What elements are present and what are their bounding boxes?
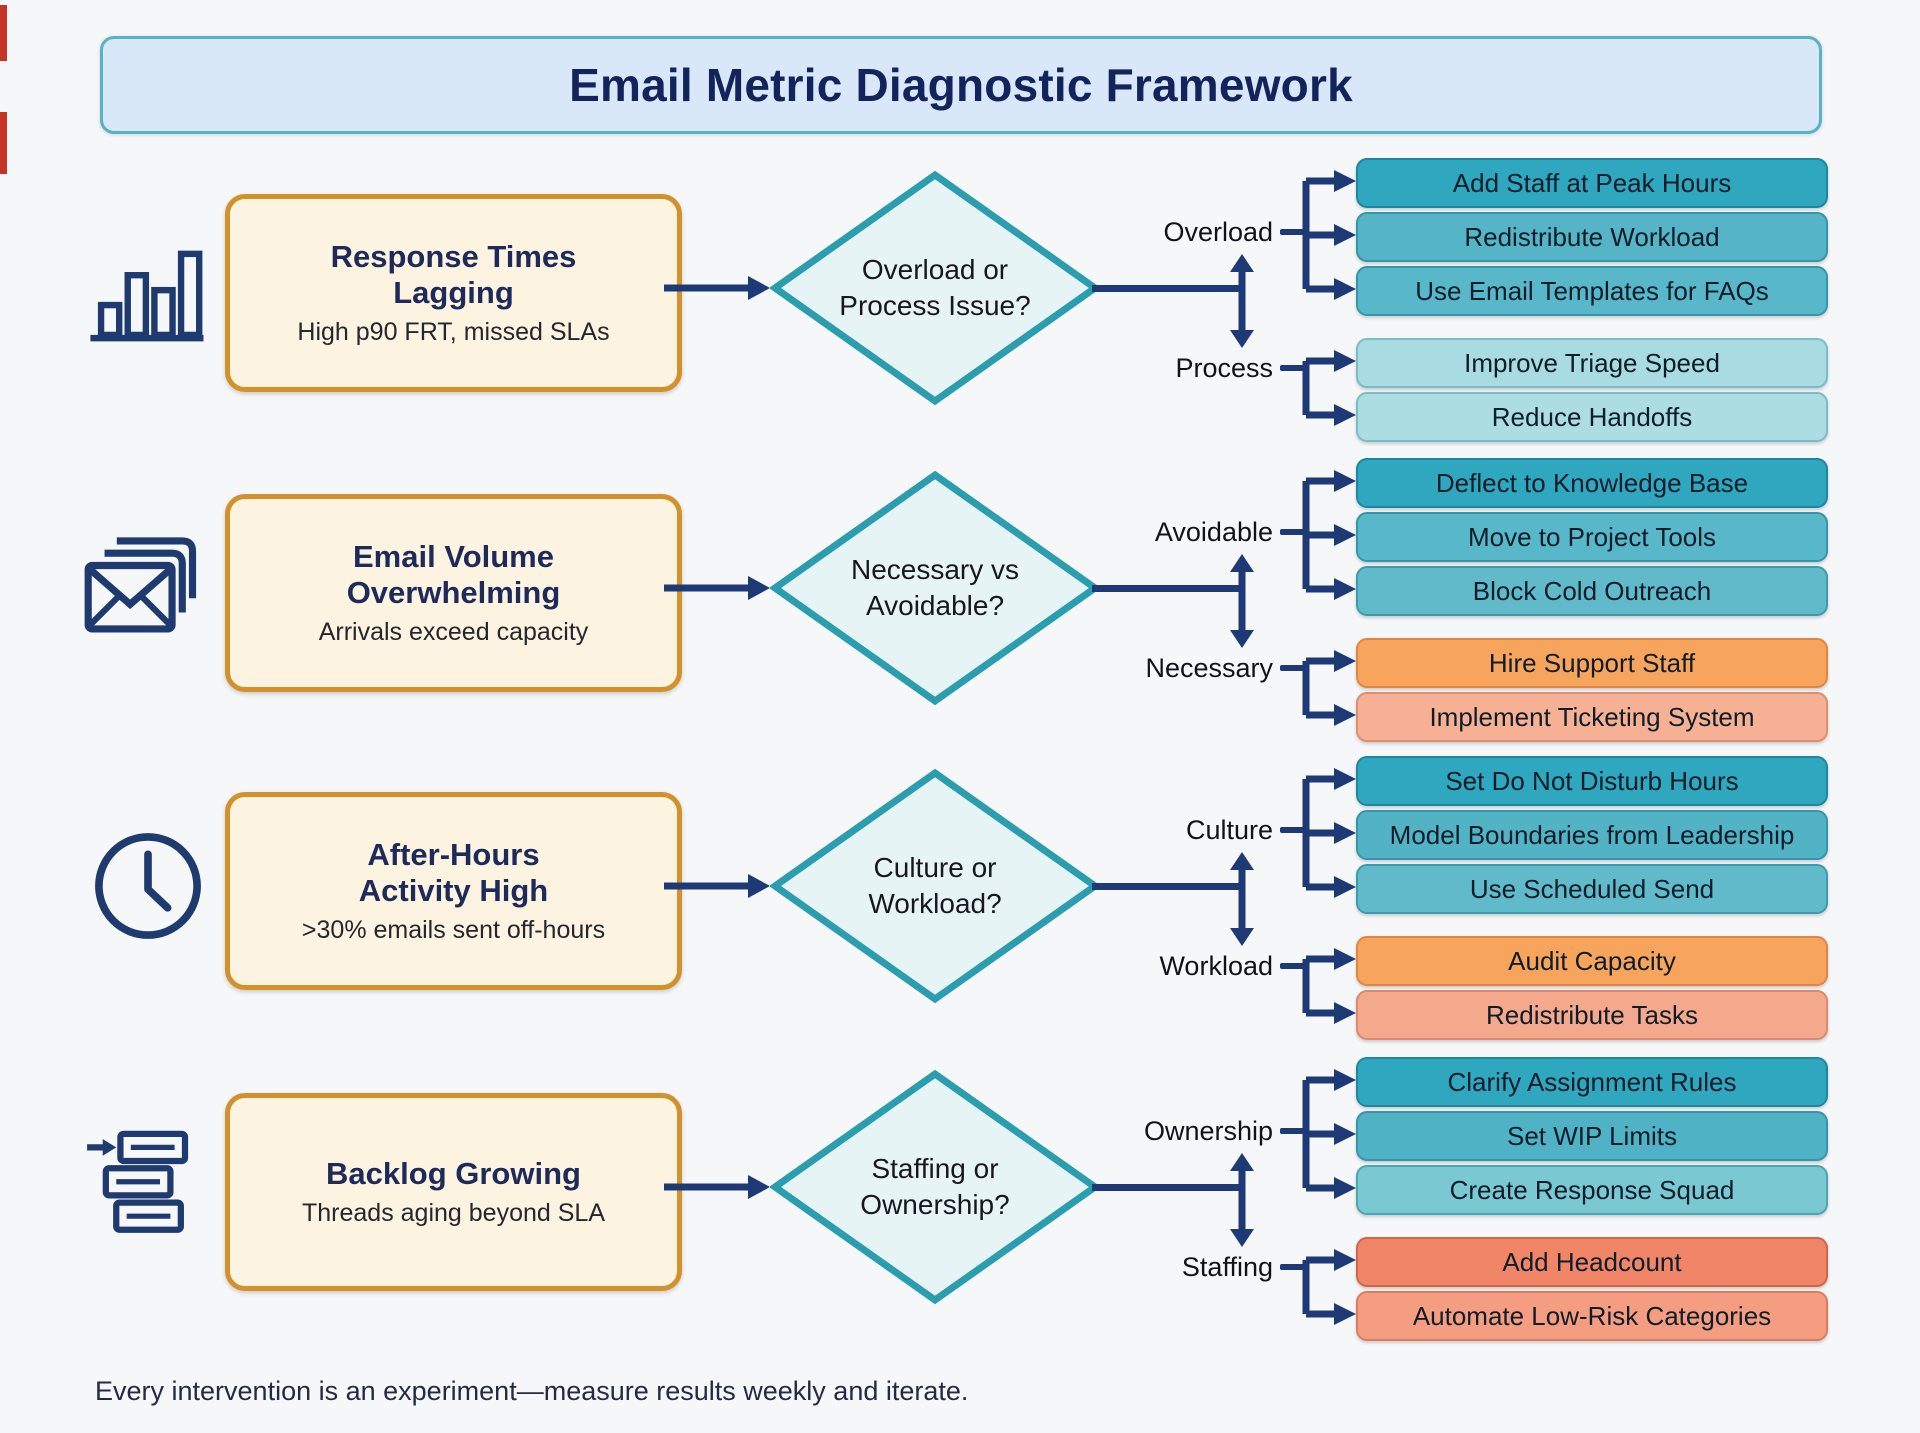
branch-label-top: Avoidable [1040,515,1304,549]
action-box: Reduce Handoffs [1356,392,1828,442]
label-dash [1280,827,1304,833]
action-box: Redistribute Workload [1356,212,1828,262]
split-arrow-icon [1224,852,1260,946]
connector-line [1092,285,1244,292]
problem-subtitle: High p90 FRT, missed SLAs [297,317,610,346]
branch-label-bottom: Staffing [1040,1250,1304,1284]
branch-label-top: Overload [1040,215,1304,249]
decision-diamond: Necessary vs Avoidable? [770,470,1100,706]
decision-diamond: Culture or Workload? [770,768,1100,1004]
branch-connector-icon [1298,469,1356,601]
action-box: Model Boundaries from Leadership [1356,810,1828,860]
row-email-volume: Email Volume Overwhelming Arrivals excee… [0,438,1920,742]
action-box: Implement Ticketing System [1356,692,1828,742]
title-banner: Email Metric Diagnostic Framework [100,36,1822,134]
label-dash [1280,665,1304,671]
problem-subtitle: >30% emails sent off-hours [301,915,606,944]
scan-artifact [0,112,7,174]
problem-box: Response Times Lagging High p90 FRT, mis… [225,194,682,392]
flow-arrow-icon [664,1173,770,1201]
branch-connector-icon [1298,1068,1356,1200]
problem-box: Backlog Growing Threads aging beyond SLA [225,1093,682,1291]
split-arrow-icon [1224,254,1260,348]
label-dash [1280,1128,1304,1134]
problem-subtitle: Arrivals exceed capacity [318,617,589,646]
branch-connector-icon [1298,169,1356,301]
problem-title: Backlog Growing [326,1156,581,1192]
backlog-queue-icon [70,1130,225,1245]
action-box: Improve Triage Speed [1356,338,1828,388]
flow-arrow-icon [664,574,770,602]
decision-diamond: Staffing or Ownership? [770,1069,1100,1305]
action-box: Add Headcount [1356,1237,1828,1287]
stacked-envelopes-icon [70,531,225,646]
label-dash [1280,365,1304,371]
connector-line [1092,1184,1244,1191]
action-box: Audit Capacity [1356,936,1828,986]
footer-note: Every intervention is an experiment—meas… [95,1376,969,1406]
action-box: Use Email Templates for FAQs [1356,266,1828,316]
action-box: Use Scheduled Send [1356,864,1828,914]
scan-artifact [0,5,7,61]
action-box: Redistribute Tasks [1356,990,1828,1040]
action-box: Deflect to Knowledge Base [1356,458,1828,508]
decision-label: Overload or Process Issue? [839,254,1031,321]
action-box: Block Cold Outreach [1356,566,1828,616]
flow-arrow-icon [664,274,770,302]
branch-connector-icon [1298,649,1356,727]
problem-title: Email Volume Overwhelming [346,539,561,610]
problem-box: Email Volume Overwhelming Arrivals excee… [225,494,682,692]
problem-title: Response Times Lagging [330,239,577,310]
branch-label-bottom: Process [1040,351,1304,385]
connector-line [1092,883,1244,890]
decision-label: Staffing or Ownership? [860,1153,1010,1220]
branch-connector-icon [1298,767,1356,899]
branch-label-top: Culture [1040,813,1304,847]
branch-connector-icon [1298,947,1356,1025]
action-box: Create Response Squad [1356,1165,1828,1215]
label-dash [1280,963,1304,969]
branch-connector-icon [1298,1248,1356,1326]
row-response-times: Response Times Lagging High p90 FRT, mis… [0,138,1920,442]
row-backlog: Backlog Growing Threads aging beyond SLA… [0,1037,1920,1341]
action-box: Move to Project Tools [1356,512,1828,562]
flow-arrow-icon [664,872,770,900]
action-box: Set WIP Limits [1356,1111,1828,1161]
branch-label-bottom: Workload [1040,949,1304,983]
label-dash [1280,1264,1304,1270]
bar-chart-icon [70,224,225,352]
label-dash [1280,529,1304,535]
connector-line [1092,585,1244,592]
problem-title: After-Hours Activity High [358,837,549,908]
action-box: Set Do Not Disturb Hours [1356,756,1828,806]
clock-icon [70,826,225,946]
action-box: Clarify Assignment Rules [1356,1057,1828,1107]
page-title: Email Metric Diagnostic Framework [569,59,1353,111]
decision-diamond: Overload or Process Issue? [770,170,1100,406]
action-box: Automate Low-Risk Categories [1356,1291,1828,1341]
problem-box: After-Hours Activity High >30% emails se… [225,792,682,990]
branch-label-bottom: Necessary [1040,651,1304,685]
row-after-hours: After-Hours Activity High >30% emails se… [0,736,1920,1040]
action-box: Hire Support Staff [1356,638,1828,688]
split-arrow-icon [1224,1153,1260,1247]
decision-label: Necessary vs Avoidable? [850,554,1020,621]
decision-label: Culture or Workload? [868,852,1002,919]
action-box: Add Staff at Peak Hours [1356,158,1828,208]
problem-subtitle: Threads aging beyond SLA [302,1198,605,1227]
branch-label-top: Ownership [1040,1114,1304,1148]
split-arrow-icon [1224,554,1260,648]
branch-connector-icon [1298,349,1356,427]
label-dash [1280,229,1304,235]
